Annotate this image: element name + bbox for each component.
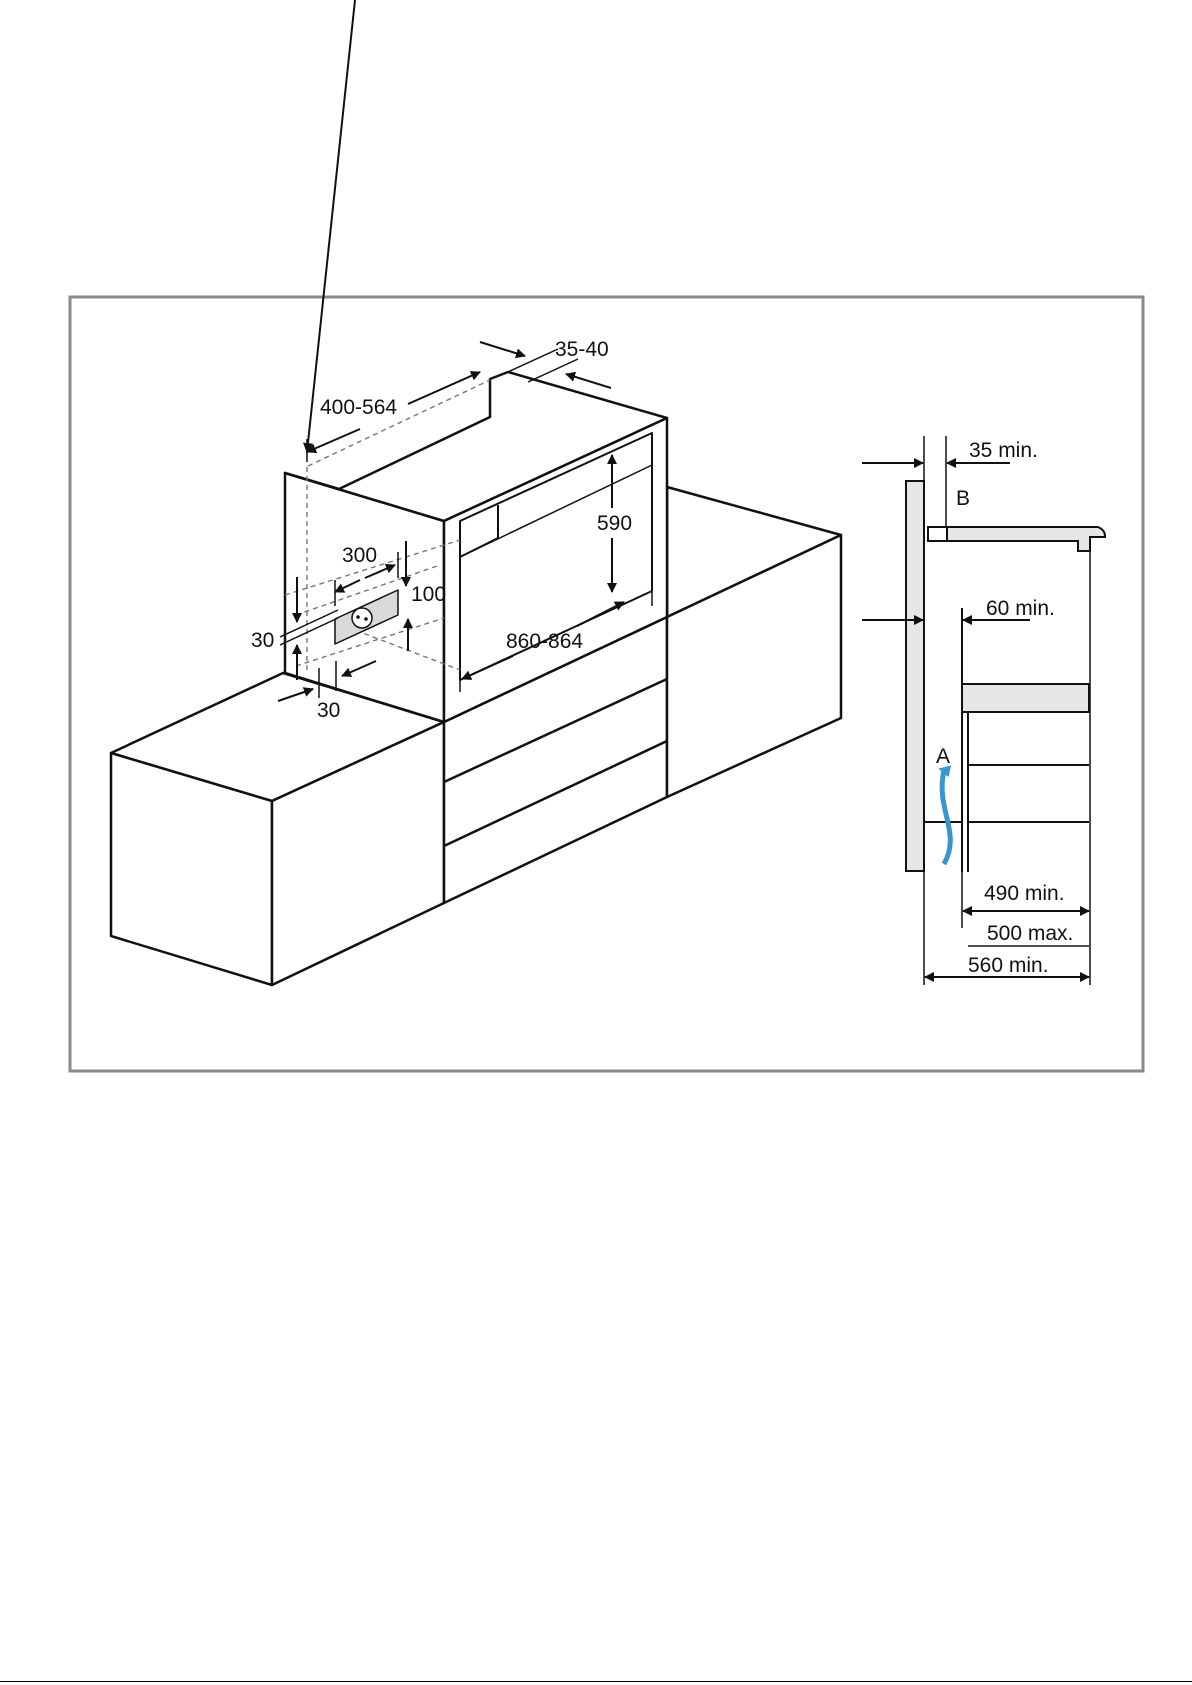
label-socket-width-300: 300 <box>342 544 377 567</box>
label-niche-depth: 400-564 <box>320 396 397 419</box>
label-width-860-864: 860-864 <box>506 630 583 653</box>
worktop-edge-b <box>928 527 947 541</box>
label-height-590: 590 <box>597 512 632 535</box>
label-side-30: 30 <box>251 629 274 652</box>
front-panel <box>906 481 924 871</box>
worktop-profile <box>928 527 1105 551</box>
shelf-board <box>962 684 1089 712</box>
airflow-arrow <box>942 770 950 864</box>
label-marker-a: A <box>936 745 950 768</box>
label-min-490: 490 min. <box>984 882 1065 905</box>
page-bottom-rule <box>0 1681 1192 1682</box>
label-min-35: 35 min. <box>969 439 1038 462</box>
isometric-cabinet <box>111 372 841 985</box>
label-socket-height-100: 100 <box>411 583 446 606</box>
socket-icon <box>352 608 372 628</box>
label-min-560: 560 min. <box>968 954 1049 977</box>
label-bottom-30: 30 <box>317 699 340 722</box>
label-marker-b: B <box>956 487 970 510</box>
dim-arrow-400-left <box>307 0 355 452</box>
label-max-500: 500 max. <box>987 922 1073 945</box>
label-min-60: 60 min. <box>986 597 1055 620</box>
label-gap-35-40: 35-40 <box>555 338 609 361</box>
